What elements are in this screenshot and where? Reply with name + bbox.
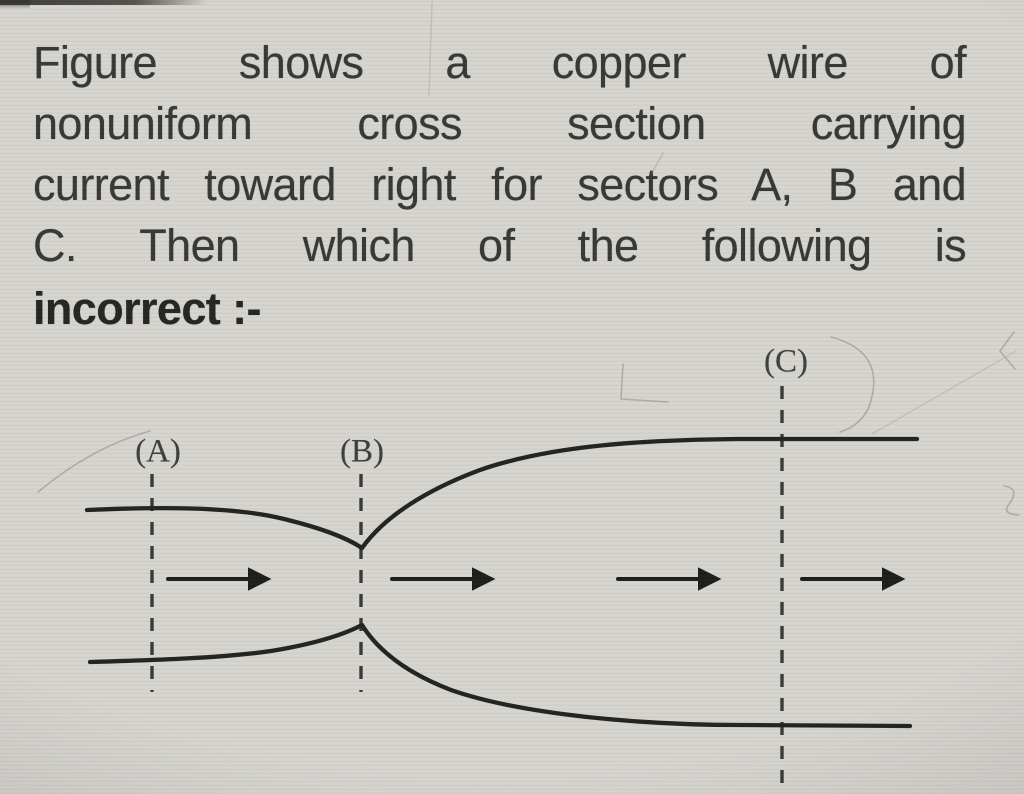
wire-top-boundary-right [359,436,920,551]
edge-mark-upper [998,331,1016,370]
question-emphasis-incorrect: incorrect :- [33,283,261,334]
smudge-arc-near-label-a [37,430,151,493]
wire-outline [84,436,920,729]
small-tick-artifact [651,152,664,174]
section-label-b: (B) [340,433,384,470]
question-line-3: current toward right for sectors A, B an… [33,159,967,210]
current-arrow-sector-c [800,567,906,591]
question-text-block: Figure shows a copper wire of nonuniform… [33,32,967,339]
wire-bottom-boundary-left [87,622,365,665]
current-arrow-sector-a [166,567,272,591]
section-dashed-lines [150,386,784,786]
photo-edge-artifact [0,0,208,9]
wire-bottom-boundary-right [359,622,913,729]
question-line-4: C. Then which of the following is [33,220,967,271]
arrowhead-icon [698,567,722,591]
edge-mark-lower [1003,485,1020,516]
vertical-crease-artifact [428,1,433,96]
l-shaped-smudge [620,363,669,403]
current-arrow-sector-b [390,567,496,591]
question-line-2: nonuniform cross section carrying [33,98,967,149]
photo-smudge-artifacts [37,1,1020,516]
question-line-1: Figure shows a copper wire of [33,37,967,88]
arrowhead-icon [882,567,906,591]
wire-top-boundary-left [84,505,365,551]
arrowhead-icon [248,567,272,591]
arrowhead-icon [472,567,496,591]
arc-smudge-near-label-c [830,336,875,433]
current-arrows [166,567,906,591]
section-label-a: (A) [135,433,181,470]
current-arrow-mid [616,567,722,591]
diagonal-scratch [871,350,1017,435]
section-label-c: (C) [764,343,808,380]
